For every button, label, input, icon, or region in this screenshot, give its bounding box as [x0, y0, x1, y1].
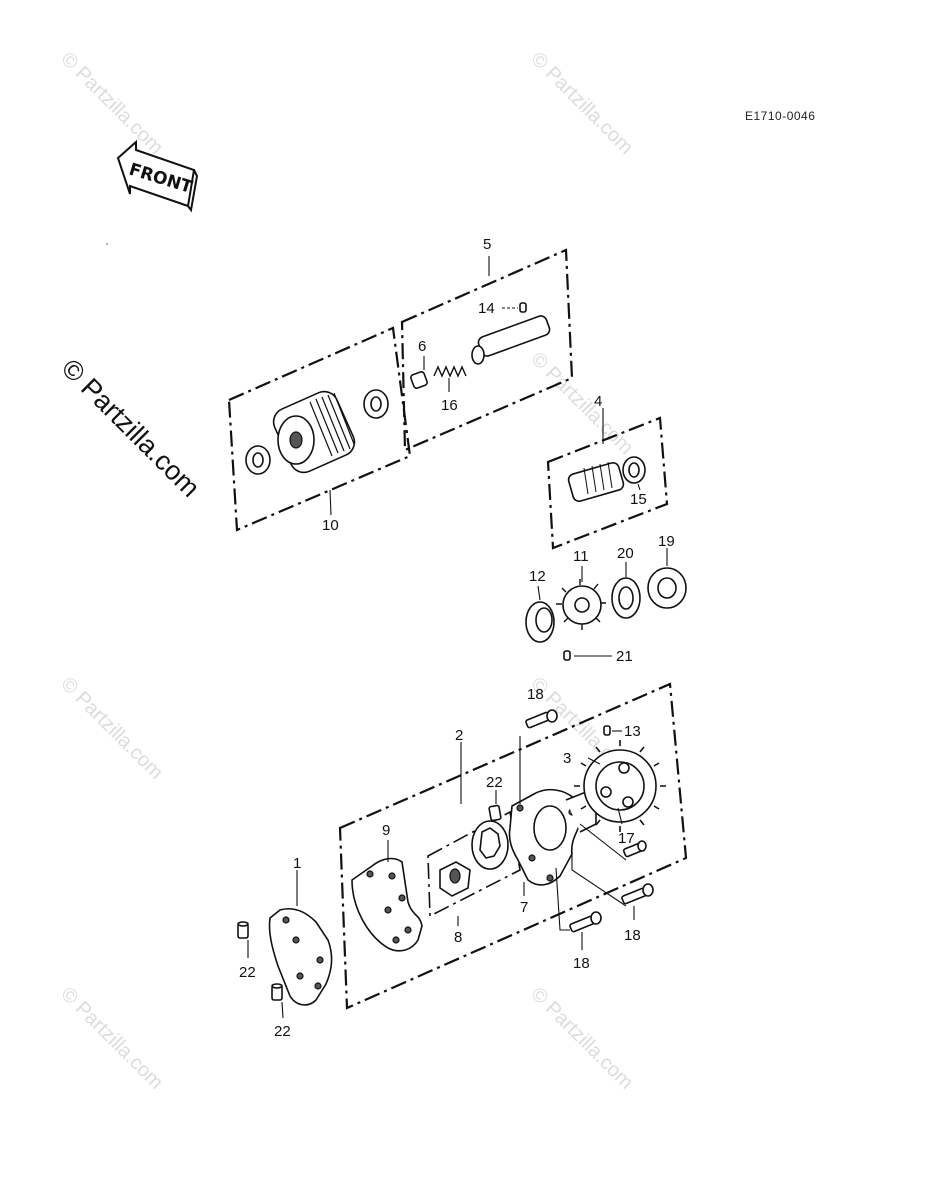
pump-plate	[351, 857, 423, 952]
relief-valve-parts	[410, 302, 551, 389]
strainer-box	[546, 416, 669, 550]
callout-6: 6	[418, 338, 426, 355]
diagram-code: E1710-0046	[745, 109, 815, 123]
watermark-top-right: © Partzilla.com	[526, 48, 637, 159]
callout-11: 11	[573, 548, 589, 565]
callout-2: 2	[455, 727, 463, 744]
watermark-group: © Partzilla.com © Partzilla.com © Partzi…	[56, 48, 638, 1094]
callout-19: 19	[658, 533, 675, 550]
pump-drive-gear	[574, 725, 666, 832]
callout-1: 1	[293, 855, 301, 872]
watermark-bottom-left: © Partzilla.com	[56, 983, 167, 1094]
callout-3: 3	[563, 750, 571, 767]
oil-pump-box	[338, 682, 688, 1010]
callout-22-inner: 22	[486, 774, 503, 791]
callout-8: 8	[454, 929, 462, 946]
callout-18-bottom: 18	[573, 955, 590, 972]
pump-cover	[268, 907, 333, 1006]
callout-4: 4	[594, 393, 602, 410]
watermark-bottom-right: © Partzilla.com	[526, 983, 637, 1094]
watermark-top-left: © Partzilla.com	[56, 48, 167, 159]
callout-10: 10	[322, 517, 339, 534]
callout-21: 21	[616, 648, 633, 665]
speck	[106, 243, 108, 245]
pump-body	[508, 788, 597, 886]
callout-18-right: 18	[624, 927, 641, 944]
watermark-mid-right: © Partzilla.com	[526, 348, 637, 459]
pump-rotors	[439, 820, 509, 897]
oil-filter-assembly	[245, 389, 389, 475]
gear-washer-group	[525, 567, 687, 661]
callout-9: 9	[382, 822, 390, 839]
callout-17: 17	[618, 830, 635, 847]
pump-bolts	[525, 709, 654, 933]
callout-16: 16	[441, 397, 458, 414]
callout-18-top: 18	[527, 686, 544, 703]
relief-valve-box	[400, 248, 574, 452]
callout-12: 12	[529, 568, 546, 585]
watermark-main: © Partzilla.com	[56, 353, 206, 503]
watermark-lower-left: © Partzilla.com	[56, 673, 167, 784]
callout-7: 7	[520, 899, 528, 916]
callout-15: 15	[630, 491, 647, 508]
dowel-pin-inner	[488, 804, 502, 822]
dowel-pins	[237, 921, 283, 1001]
callout-20: 20	[617, 545, 634, 562]
oil-strainer	[567, 456, 646, 503]
filter-group-box	[227, 326, 412, 532]
callout-5: 5	[483, 236, 491, 253]
rotor-box	[427, 810, 521, 918]
callout-13: 13	[624, 723, 641, 740]
callout-14: 14	[478, 300, 495, 317]
callout-22-left: 22	[239, 964, 256, 981]
front-arrow-icon: FRONT	[116, 139, 199, 213]
callout-22-bottom: 22	[274, 1023, 291, 1040]
